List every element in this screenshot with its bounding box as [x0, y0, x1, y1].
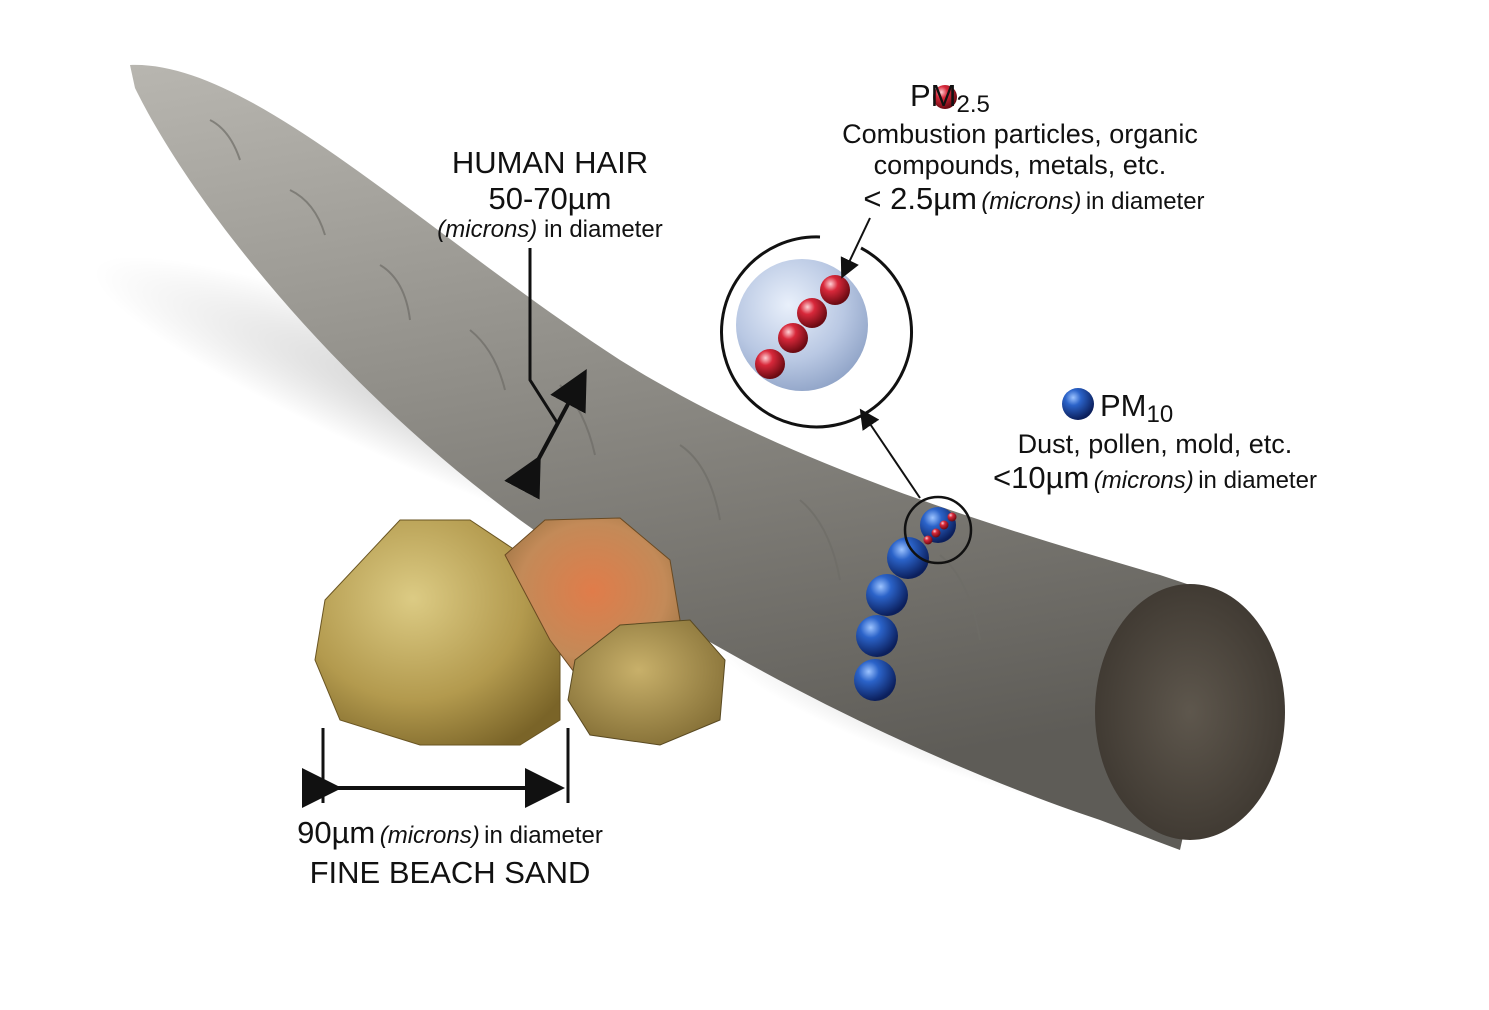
hair-suffix: in diameter	[543, 216, 663, 244]
pm10-name: PM	[1100, 388, 1147, 423]
pm10-unit-note: (microns)	[1093, 466, 1194, 494]
human-hair-strand	[130, 64, 1235, 851]
hair-unit-note: (microns)	[437, 216, 538, 244]
sand-size: 90µm	[297, 815, 376, 850]
pm25-size-arrow	[840, 217, 871, 279]
pm10-title: PM10	[960, 388, 1350, 429]
pm10-label: PM10 Dust, pollen, mold, etc. <10µm (mic…	[960, 388, 1350, 495]
pm25-size: < 2.5µm	[863, 180, 977, 216]
sand-grain-gold	[314, 519, 561, 746]
magnify-arrow	[859, 408, 921, 499]
hair-title: HUMAN HAIR	[451, 145, 649, 180]
sand-grain-olive	[567, 619, 726, 746]
pm25-desc-line2: compounds, metals, etc.	[873, 149, 1167, 180]
hair-size: 50-70µm	[488, 180, 612, 216]
pm25-magnified-chain	[755, 275, 850, 379]
hair-diameter-arrow	[504, 368, 587, 500]
pm25-suffix: in diameter	[1085, 187, 1205, 215]
pm25-title: PM2.5	[800, 78, 1240, 119]
pm25-desc-line1: Combustion particles, organic	[842, 118, 1198, 149]
pm10-particle-chain	[854, 507, 956, 701]
pm25-legend-dot	[933, 85, 957, 109]
pm25-subscript: 2.5	[956, 91, 990, 118]
hair-cuticle-scales	[209, 119, 981, 641]
pm10-legend-dot	[1062, 388, 1094, 420]
pm10-subscript: 10	[1146, 401, 1174, 428]
pm25-unit-note: (microns)	[981, 187, 1082, 215]
sand-unit-note: (microns)	[379, 822, 480, 849]
pm25-name: PM	[910, 78, 957, 113]
sand-title: FINE BEACH SAND	[309, 854, 591, 890]
pm10-desc: Dust, pollen, mold, etc.	[1017, 428, 1293, 459]
sand-suffix: in diameter	[484, 822, 603, 849]
pm10-magnified-sphere	[736, 259, 868, 391]
pm25-particle-chain-small	[923, 512, 957, 545]
magnify-small-ring	[903, 495, 973, 565]
hair-label: HUMAN HAIR 50-70µm (microns) in diameter	[410, 145, 690, 244]
pm25-label: PM2.5 Combustion particles, organic comp…	[800, 78, 1240, 216]
pm10-size: <10µm	[993, 459, 1090, 495]
sand-label: 90µm (microns) in diameter FINE BEACH SA…	[260, 815, 640, 890]
magnify-large-ring	[720, 235, 913, 429]
pm10-suffix: in diameter	[1198, 466, 1317, 494]
hair-cross-section	[1095, 584, 1285, 840]
